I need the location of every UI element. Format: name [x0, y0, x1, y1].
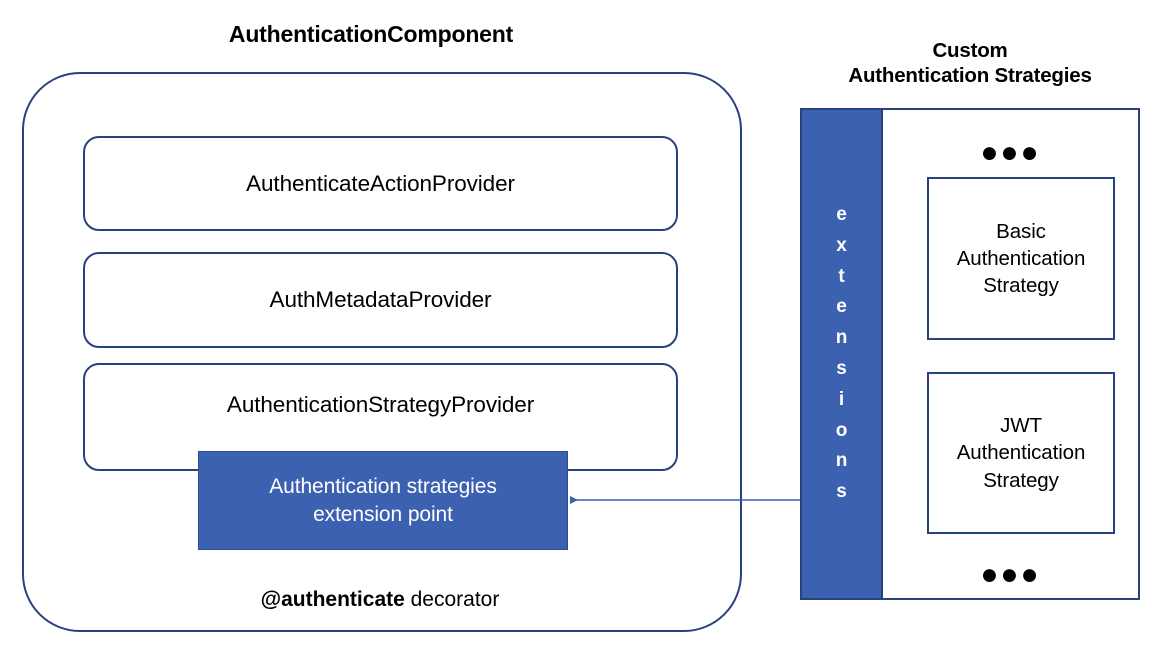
custom-strategies-title: Custom Authentication Strategies: [848, 39, 1092, 87]
provider-label: AuthMetadataProvider: [269, 287, 492, 312]
decorator-name: @authenticate: [260, 588, 405, 611]
extensions-bar-label: e x t e n s i o n s: [835, 204, 848, 503]
provider-box-auth-metadata-provider[interactable]: AuthMetadataProvider: [83, 252, 678, 348]
strategy-box-jwt-authentication-strategy[interactable]: JWT Authentication Strategy: [927, 372, 1115, 534]
authentication-strategies-extension-point-box[interactable]: Authentication strategies extension poin…: [198, 451, 568, 550]
provider-label: AuthenticationStrategyProvider: [226, 392, 535, 417]
extension-point-label: Authentication strategies extension poin…: [269, 474, 497, 526]
authenticate-decorator-caption: @authenticate decorator: [120, 588, 640, 612]
ellipsis-bottom: ●●●: [980, 558, 1041, 591]
strategies-list: ●●● Basic Authentication Strategy JWT Au…: [881, 110, 1138, 598]
custom-authentication-strategies-panel: e x t e n s i o n s ●●● Basic Authentica…: [800, 108, 1140, 600]
provider-box-authenticate-action-provider[interactable]: AuthenticateActionProvider: [83, 136, 678, 231]
decorator-suffix: decorator: [404, 588, 500, 611]
extensions-bar[interactable]: e x t e n s i o n s: [802, 110, 881, 598]
component-title: AuthenticationComponent: [228, 21, 514, 47]
ellipsis-top: ●●●: [980, 136, 1041, 169]
strategy-box-basic-authentication-strategy[interactable]: Basic Authentication Strategy: [927, 177, 1115, 340]
strategy-label: Basic Authentication Strategy: [956, 219, 1086, 298]
strategy-label: JWT Authentication Strategy: [956, 414, 1086, 492]
provider-label: AuthenticateActionProvider: [246, 170, 515, 196]
